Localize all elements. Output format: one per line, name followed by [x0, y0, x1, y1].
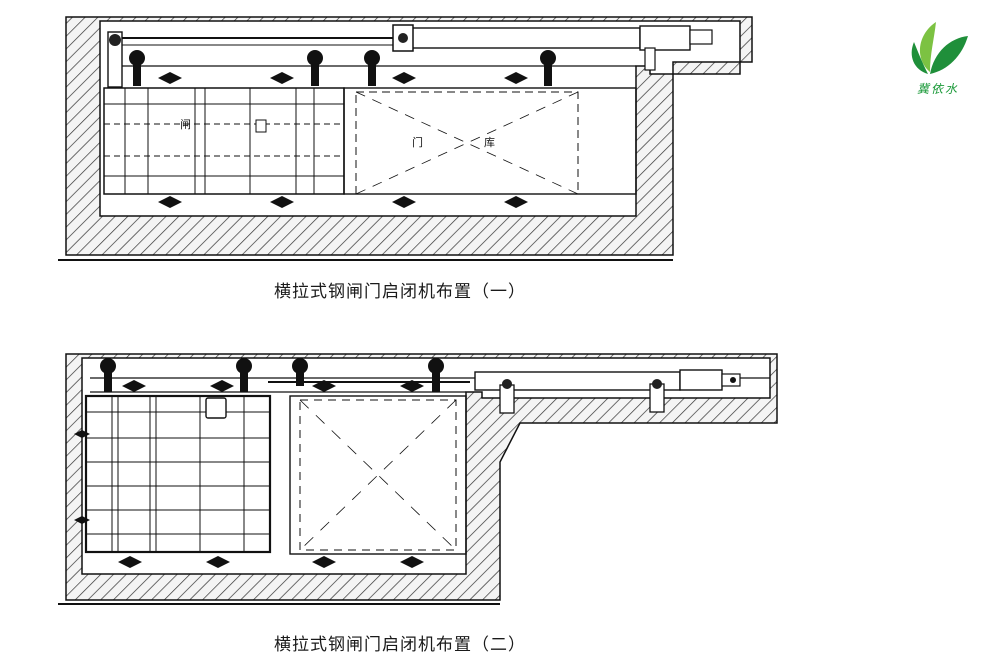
- fig2-gate-chamber: [289, 395, 467, 555]
- fig1-gate-mark: 闸: [180, 118, 191, 131]
- caption-figure-1: 横拉式钢闸门启闭机布置（一）: [274, 282, 526, 302]
- fig1-motor: [639, 25, 691, 51]
- figure-1: 闸 门 库: [58, 16, 753, 261]
- caption-figure-2: 横拉式钢闸门启闭机布置（二）: [274, 635, 526, 655]
- fig1-label-warehouse: 库: [484, 136, 495, 149]
- fig2-diamond-supports: [74, 380, 424, 568]
- fig1-hoist-cylinder: [394, 27, 641, 49]
- fig1-top-wheels: [129, 50, 556, 86]
- fig2-support-left: [499, 384, 515, 414]
- fig2-gate-leaf: [84, 394, 272, 554]
- fig1-cylinder-joint: [398, 33, 408, 43]
- brand-logo-text: 冀依水: [916, 82, 959, 96]
- figure-2: [58, 353, 778, 605]
- fig2-concrete-wall: [65, 353, 778, 601]
- fig1-gate-chamber: [343, 87, 637, 195]
- fig1-label-door: 门: [412, 135, 423, 149]
- fig2-top-wheels: [100, 358, 444, 392]
- fig1-diamond-supports: [158, 72, 528, 208]
- fig2-motor: [679, 369, 723, 391]
- brand-logo-icon: [911, 22, 968, 74]
